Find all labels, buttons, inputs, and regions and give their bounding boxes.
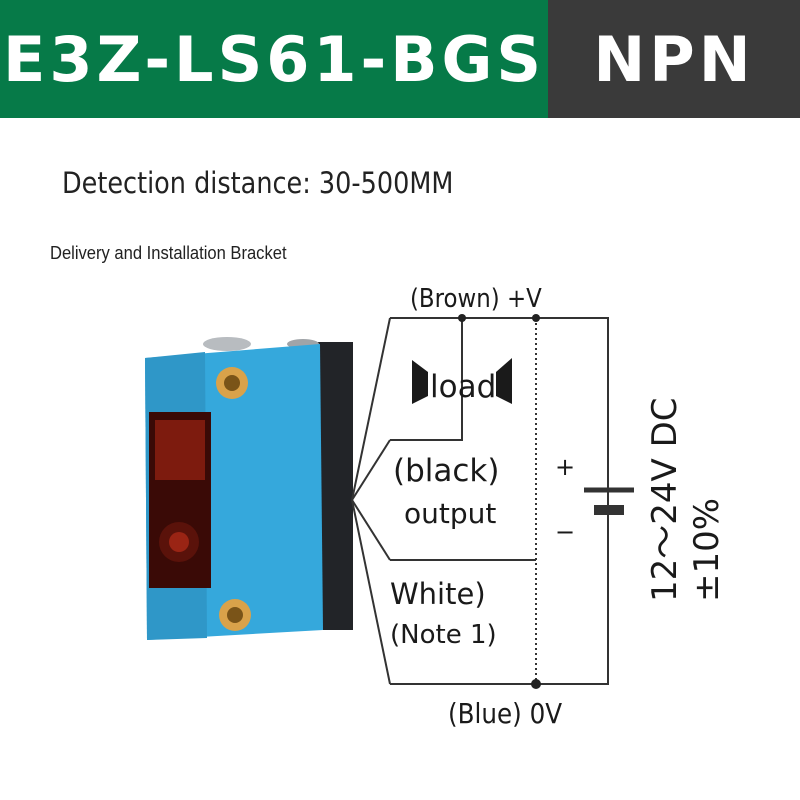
type-banner: NPN: [548, 0, 800, 118]
supply-voltage-text: 12〜24V DC ±10%: [645, 397, 727, 602]
model-title: E3Z-LS61-BGS: [2, 22, 546, 96]
voltage-label: 12〜24V DC: [645, 397, 685, 602]
delivery-note-text: Delivery and Installation Bracket: [50, 243, 287, 263]
output-type-title: NPN: [593, 22, 755, 96]
note-label: (Note 1): [390, 620, 497, 650]
minus-sign: −: [555, 518, 576, 546]
blue-wire-label: (Blue) 0V: [448, 697, 563, 730]
brown-wire-label: (Brown) +V: [410, 284, 542, 314]
detection-distance-text: Detection distance: 30-500MM: [62, 166, 454, 200]
output-label: output: [404, 497, 497, 530]
photoelectric-sensor-icon: [145, 337, 353, 640]
load-label: load: [430, 369, 497, 405]
white-wire-label: White): [390, 577, 486, 611]
model-banner: E3Z-LS61-BGS: [0, 0, 548, 118]
tolerance-label: ±10%: [687, 498, 727, 602]
plus-sign: +: [555, 453, 576, 481]
black-wire-label: (black): [393, 453, 500, 489]
